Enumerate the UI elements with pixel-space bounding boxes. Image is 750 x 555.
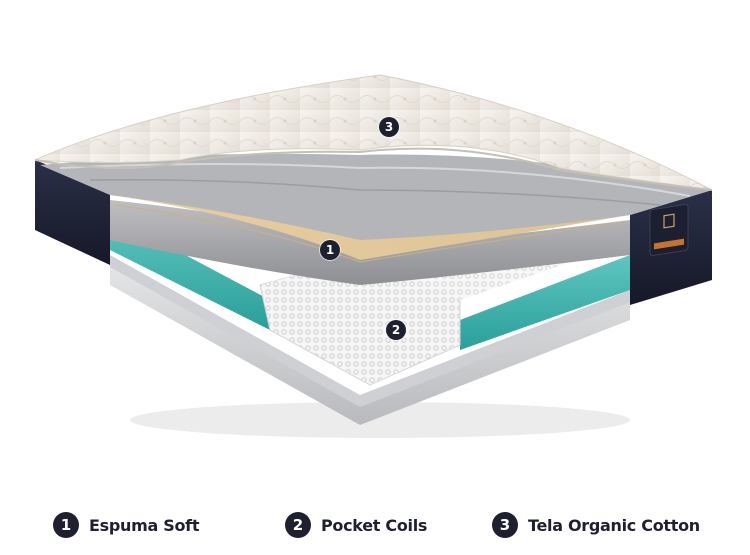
legend-item-tela-organic-cotton: 3 Tela Organic Cotton — [492, 510, 700, 540]
quilted-top-cover — [34, 74, 713, 191]
legend-number-1: 1 — [53, 512, 79, 538]
mattress-illustration: 3 1 2 — [34, 74, 713, 438]
legend-item-pocket-coils: 2 Pocket Coils — [285, 510, 427, 540]
legend-number-3: 3 — [492, 512, 518, 538]
transition-foam-layer — [110, 200, 630, 285]
brand-label — [649, 203, 689, 257]
layer-legend: 1 Espuma Soft 2 Pocket Coils 3 Tela Orga… — [0, 505, 750, 545]
base-foam-layer — [110, 265, 630, 425]
legend-label-pocket-coils: Pocket Coils — [321, 515, 428, 535]
legend-item-espuma-soft: 1 Espuma Soft — [53, 510, 199, 540]
legend-label-espuma-soft: Espuma Soft — [89, 515, 200, 535]
legend-number-2: 2 — [285, 512, 311, 538]
support-foam-right — [460, 255, 630, 350]
legend-label-tela-organic-cotton: Tela Organic Cotton — [528, 515, 700, 535]
callout-badge-3: 3 — [379, 117, 399, 137]
callout-badge-1: 1 — [320, 240, 340, 260]
callout-badge-2: 2 — [386, 320, 406, 340]
floor-shadow — [130, 402, 630, 438]
mattress-cutaway-graphic — [34, 74, 713, 438]
